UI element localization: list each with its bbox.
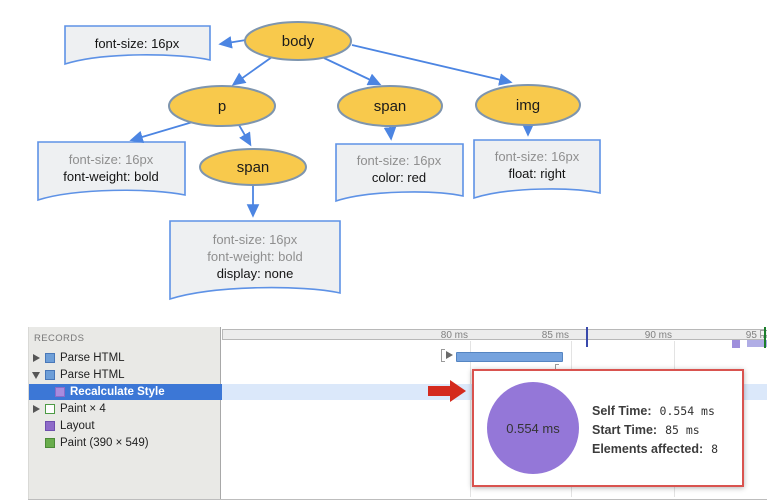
node-p-label: p: [218, 98, 226, 115]
parse-html-icon: [45, 370, 55, 380]
note-span-right: [335, 143, 464, 203]
tick-90ms: 90 ms: [644, 330, 672, 341]
node-span-child: [199, 148, 307, 186]
record-row-label: Paint (390 × 549): [60, 437, 149, 449]
edge-body-note: [218, 36, 247, 49]
disclosure-expanded-icon[interactable]: [32, 371, 40, 379]
record-row-label: Layout: [60, 420, 95, 432]
start-time-label: Start Time:: [592, 423, 658, 437]
popup-fields: Self Time: 0.554 ms Start Time: 85 ms Elem…: [592, 404, 718, 456]
self-time-value: 0.554 ms: [659, 404, 715, 418]
parse-html-icon: [45, 353, 55, 363]
paint-icon: [45, 438, 55, 448]
disclosure-collapsed-icon[interactable]: [33, 405, 40, 413]
node-span-child-label: span: [237, 159, 270, 176]
edge-body-p: [231, 56, 273, 86]
record-row-recalculate-style[interactable]: Recalculate Style: [29, 384, 222, 400]
tick-95ms: 95 ms: [745, 330, 767, 341]
record-row-parse-html-1[interactable]: Parse HTML: [29, 350, 222, 366]
paint-icon: [45, 404, 55, 414]
elements-affected-label: Elements affected:: [592, 442, 704, 456]
node-body-label: body: [282, 33, 315, 50]
render-tree-diagram: body p span img span font-size: 16px fon…: [37, 21, 601, 301]
self-time-pie: 0.554 ms: [487, 382, 579, 474]
edge-spanright-note: [383, 126, 397, 141]
time-marker-green: [764, 327, 766, 348]
note-body-line: font-size: 16px: [95, 36, 180, 51]
note-p-line1: font-size: 16px: [69, 152, 154, 167]
record-row-parse-html-2[interactable]: Parse HTML: [29, 367, 222, 383]
record-row-label: Parse HTML: [60, 352, 125, 364]
records-sidebar: RECORDS Parse HTML Parse HTML Recalculat…: [28, 327, 222, 499]
node-img-label: img: [516, 97, 540, 114]
parse-html-bar-1[interactable]: [456, 352, 563, 362]
edge-p-span: [238, 124, 252, 147]
record-row-label: Paint × 4: [60, 403, 106, 415]
tick-85ms: 85 ms: [541, 330, 569, 341]
note-span-child: [169, 220, 341, 301]
note-span-right-line2: color: red: [372, 170, 426, 185]
start-time-value: 85 ms: [665, 423, 700, 437]
note-body: [64, 25, 211, 66]
record-row-label: Recalculate Style: [70, 386, 165, 398]
note-span-child-line1: font-size: 16px: [213, 232, 298, 247]
node-body: [244, 21, 352, 61]
node-span-right-label: span: [374, 98, 407, 115]
time-marker-blue: [586, 327, 588, 347]
edge-p-note: [129, 120, 197, 143]
layout-icon: [45, 421, 55, 431]
edge-body-img: [351, 44, 513, 86]
note-img-line2: float: right: [508, 166, 565, 181]
overview-record-mark: [732, 340, 740, 348]
annotation-arrow-icon: [428, 380, 466, 402]
edge-body-span: [323, 57, 382, 86]
note-span-child-line3: display: none: [217, 266, 294, 281]
node-span-right: [337, 85, 443, 127]
note-img: [473, 139, 601, 200]
overview-record-bar: [747, 340, 767, 347]
timeline-ruler: [222, 329, 766, 340]
note-img-line1: font-size: 16px: [495, 149, 580, 164]
timeline-panel: RECORDS Parse HTML Parse HTML Recalculat…: [28, 327, 767, 500]
note-span-child-line2: font-weight: bold: [207, 249, 302, 264]
tick-80ms: 80 ms: [440, 330, 468, 341]
start-time-field: Start Time: 85 ms: [592, 423, 718, 437]
pie-label: 0.554 ms: [506, 420, 560, 436]
node-p: [168, 85, 276, 127]
note-p: [37, 141, 186, 202]
self-time-field: Self Time: 0.554 ms: [592, 404, 718, 418]
note-span-right-line1: font-size: 16px: [357, 153, 442, 168]
gridline-80ms: [470, 341, 471, 497]
elements-affected-field: Elements affected: 8: [592, 442, 718, 456]
record-row-label: Parse HTML: [60, 369, 125, 381]
note-p-line2: font-weight: bold: [63, 169, 158, 184]
elements-affected-value: 8: [711, 442, 719, 456]
ruler-frame-mark: [760, 330, 767, 336]
node-img: [475, 84, 581, 126]
record-row-paint[interactable]: Paint (390 × 549): [29, 435, 222, 451]
recalculate-style-icon: [55, 387, 65, 397]
self-time-label: Self Time:: [592, 404, 652, 418]
disclosure-collapsed-icon[interactable]: [33, 354, 40, 362]
records-header: RECORDS: [34, 333, 85, 344]
record-row-layout[interactable]: Layout: [29, 418, 222, 434]
record-row-paint-x4[interactable]: Paint × 4: [29, 401, 222, 417]
expand-bracket: [441, 349, 445, 362]
bar-disclosure-icon[interactable]: [446, 351, 453, 359]
record-details-popup: 0.554 ms Self Time: 0.554 ms Start Time: 8…: [472, 369, 744, 487]
